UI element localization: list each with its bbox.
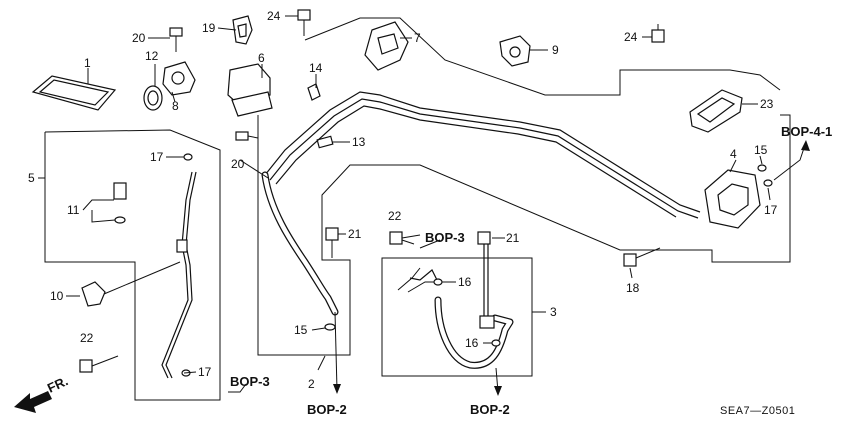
oring-part-16-b bbox=[491, 339, 501, 347]
bolt-part-18 bbox=[623, 247, 661, 267]
clamp-part-7 bbox=[364, 21, 409, 71]
callout-23: 23 bbox=[760, 97, 774, 111]
group-outline-5 bbox=[44, 129, 221, 401]
callout-1: 1 bbox=[84, 56, 91, 70]
callout-24-left: 24 bbox=[267, 9, 281, 23]
callout-20-mid: 20 bbox=[231, 157, 245, 171]
hose-part-3 bbox=[409, 244, 514, 369]
oring-part-17-a bbox=[183, 153, 193, 161]
bracket-part-8 bbox=[162, 61, 196, 96]
callout-12: 12 bbox=[145, 49, 159, 63]
bolt-part-21-a bbox=[325, 227, 339, 258]
callout-10: 10 bbox=[50, 289, 64, 303]
grommet-part-4 bbox=[704, 169, 761, 229]
valve-part-9 bbox=[499, 35, 531, 67]
callout-17-bottom: 17 bbox=[198, 365, 212, 379]
callout-15-right: 15 bbox=[754, 143, 768, 157]
callout-2: 2 bbox=[308, 377, 315, 391]
reference-bop-4-1: BOP-4-1 bbox=[781, 124, 832, 139]
bolt-part-22-lower bbox=[79, 355, 119, 373]
callout-6: 6 bbox=[258, 51, 265, 65]
reference-bop-2-left: BOP-2 bbox=[307, 402, 347, 417]
reference-bop-3-left: BOP-3 bbox=[230, 374, 270, 389]
callout-16-upper: 16 bbox=[458, 275, 472, 289]
bolt-part-24-left bbox=[297, 9, 311, 36]
fr-label: FR. bbox=[45, 373, 70, 395]
oring-part-15-b bbox=[757, 164, 767, 172]
callout-22-left: 22 bbox=[80, 331, 94, 345]
callout-5: 5 bbox=[28, 171, 35, 185]
callout-11: 11 bbox=[67, 203, 80, 217]
callout-13: 13 bbox=[352, 135, 366, 149]
clamp-part-23 bbox=[689, 89, 743, 133]
bracket-part-6 bbox=[227, 63, 273, 117]
front-direction-arrow: FR. bbox=[14, 373, 70, 413]
bolt-part-20-top bbox=[169, 27, 183, 52]
callout-17-right: 17 bbox=[764, 203, 778, 217]
leader-lines bbox=[38, 15, 771, 374]
liquid-pipe-part-5 bbox=[161, 171, 197, 379]
diagram-code: SEA7—Z0501 bbox=[720, 405, 795, 417]
bolt-part-20-mid bbox=[235, 131, 259, 141]
callout-8: 8 bbox=[172, 99, 179, 113]
callout-15-left: 15 bbox=[294, 323, 308, 337]
switch-part-11 bbox=[113, 182, 127, 224]
reference-arrows bbox=[228, 140, 810, 396]
oring-part-16-a bbox=[433, 278, 443, 286]
callout-21-left: 21 bbox=[348, 227, 362, 241]
callout-17-top: 17 bbox=[150, 150, 164, 164]
callout-14: 14 bbox=[309, 61, 323, 75]
suction-hose-part-2 bbox=[261, 171, 339, 316]
callout-7: 7 bbox=[414, 31, 421, 45]
oring-part-15-a bbox=[324, 323, 336, 331]
bolt-part-21-b bbox=[477, 231, 491, 245]
clip-part-10 bbox=[81, 281, 106, 307]
bolt-part-24-right bbox=[651, 24, 665, 43]
callout-21-right: 21 bbox=[506, 231, 520, 245]
group-outline-2 bbox=[257, 114, 791, 356]
group-outline-3 bbox=[381, 257, 533, 377]
callout-9: 9 bbox=[552, 43, 559, 57]
grommet-part-12 bbox=[143, 85, 163, 111]
reference-bop-3-mid: BOP-3 bbox=[425, 230, 465, 245]
clip-part-14 bbox=[307, 83, 321, 101]
clip-part-19 bbox=[232, 15, 253, 45]
oring-part-17-c bbox=[763, 179, 773, 187]
discharge-pipe bbox=[264, 91, 701, 219]
group-outline-upper bbox=[304, 17, 781, 96]
gasket-part-1 bbox=[31, 75, 117, 111]
callout-16-lower: 16 bbox=[465, 336, 479, 350]
callout-18: 18 bbox=[626, 281, 640, 295]
bolt-part-22-mid bbox=[389, 231, 421, 245]
callout-3: 3 bbox=[550, 305, 557, 319]
reference-bop-2-right: BOP-2 bbox=[470, 402, 510, 417]
callout-19: 19 bbox=[202, 21, 216, 35]
callout-24-right: 24 bbox=[624, 30, 638, 44]
callout-22-mid: 22 bbox=[388, 209, 402, 223]
callout-4: 4 bbox=[730, 147, 737, 161]
sensor-part-13 bbox=[316, 135, 345, 149]
callout-20-top: 20 bbox=[132, 31, 146, 45]
